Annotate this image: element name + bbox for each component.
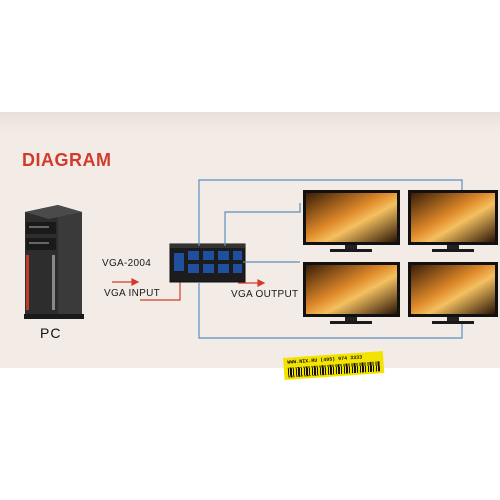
arrows	[112, 278, 266, 287]
pc-label: PC	[40, 325, 62, 341]
diagram-title: DIAGRAM	[22, 150, 112, 170]
monitor-2	[408, 190, 498, 252]
output-cables	[198, 179, 463, 339]
monitor-4	[408, 262, 498, 324]
vga-output-label: VGA OUTPUT	[231, 289, 299, 300]
pc-tower-icon	[24, 205, 84, 319]
monitor-1	[303, 190, 400, 252]
monitor-3	[303, 262, 400, 324]
device-model-label: VGA-2004	[102, 258, 152, 269]
vga-splitter-device	[169, 243, 246, 283]
vga-input-label: VGA INPUT	[104, 288, 161, 299]
panel-shadow	[0, 112, 500, 132]
